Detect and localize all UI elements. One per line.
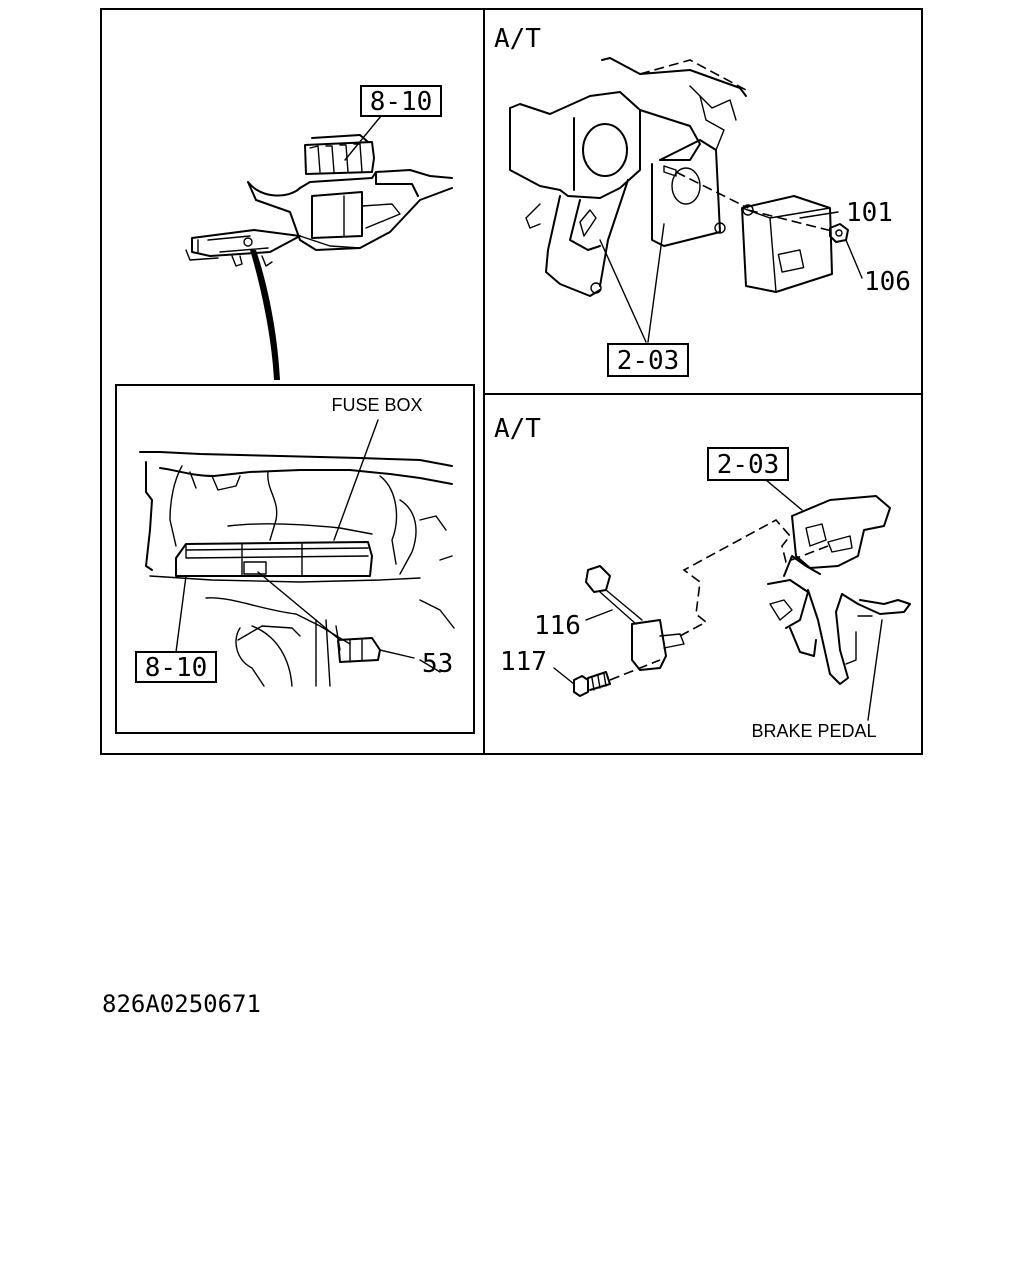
fuse-box-label: FUSE BOX xyxy=(331,395,422,415)
part-number-101: 101 xyxy=(846,198,893,228)
ref-box-2-03-top xyxy=(607,343,689,377)
brake-pedal-label: BRAKE PEDAL xyxy=(751,721,876,741)
diagram-frame xyxy=(100,8,923,755)
part-number-53: 53 xyxy=(422,649,453,679)
ref-label-8-10-inset: 8-10 xyxy=(145,653,208,683)
fuse-box-inset-frame xyxy=(115,384,475,734)
ref-box-8-10-top xyxy=(360,85,442,117)
at-label-top: A/T xyxy=(494,24,541,54)
at-control-unit-drawing: A/T 101 106 xyxy=(494,24,911,377)
ref-label-2-03-top: 2-03 xyxy=(617,346,680,376)
ref-label-2-03-bottom: 2-03 xyxy=(717,450,780,480)
ref-label-8-10-top: 8-10 xyxy=(370,87,433,117)
part-number-117: 117 xyxy=(500,647,547,677)
drawing-code: 826A0250671 xyxy=(102,990,261,1018)
part-number-106: 106 xyxy=(864,267,911,297)
fuse-box-inset-drawing: FUSE BOX 53 8-10 xyxy=(135,395,455,687)
dashboard-overview-drawing: 8-10 xyxy=(185,85,453,380)
ref-box-2-03-bottom xyxy=(707,447,789,481)
part-number-116: 116 xyxy=(534,611,581,641)
at-label-bottom: A/T xyxy=(494,414,541,444)
at-brake-switch-drawing: A/T 2-03 116 117 BRAKE xyxy=(494,414,911,741)
ref-box-8-10-inset xyxy=(135,651,217,683)
